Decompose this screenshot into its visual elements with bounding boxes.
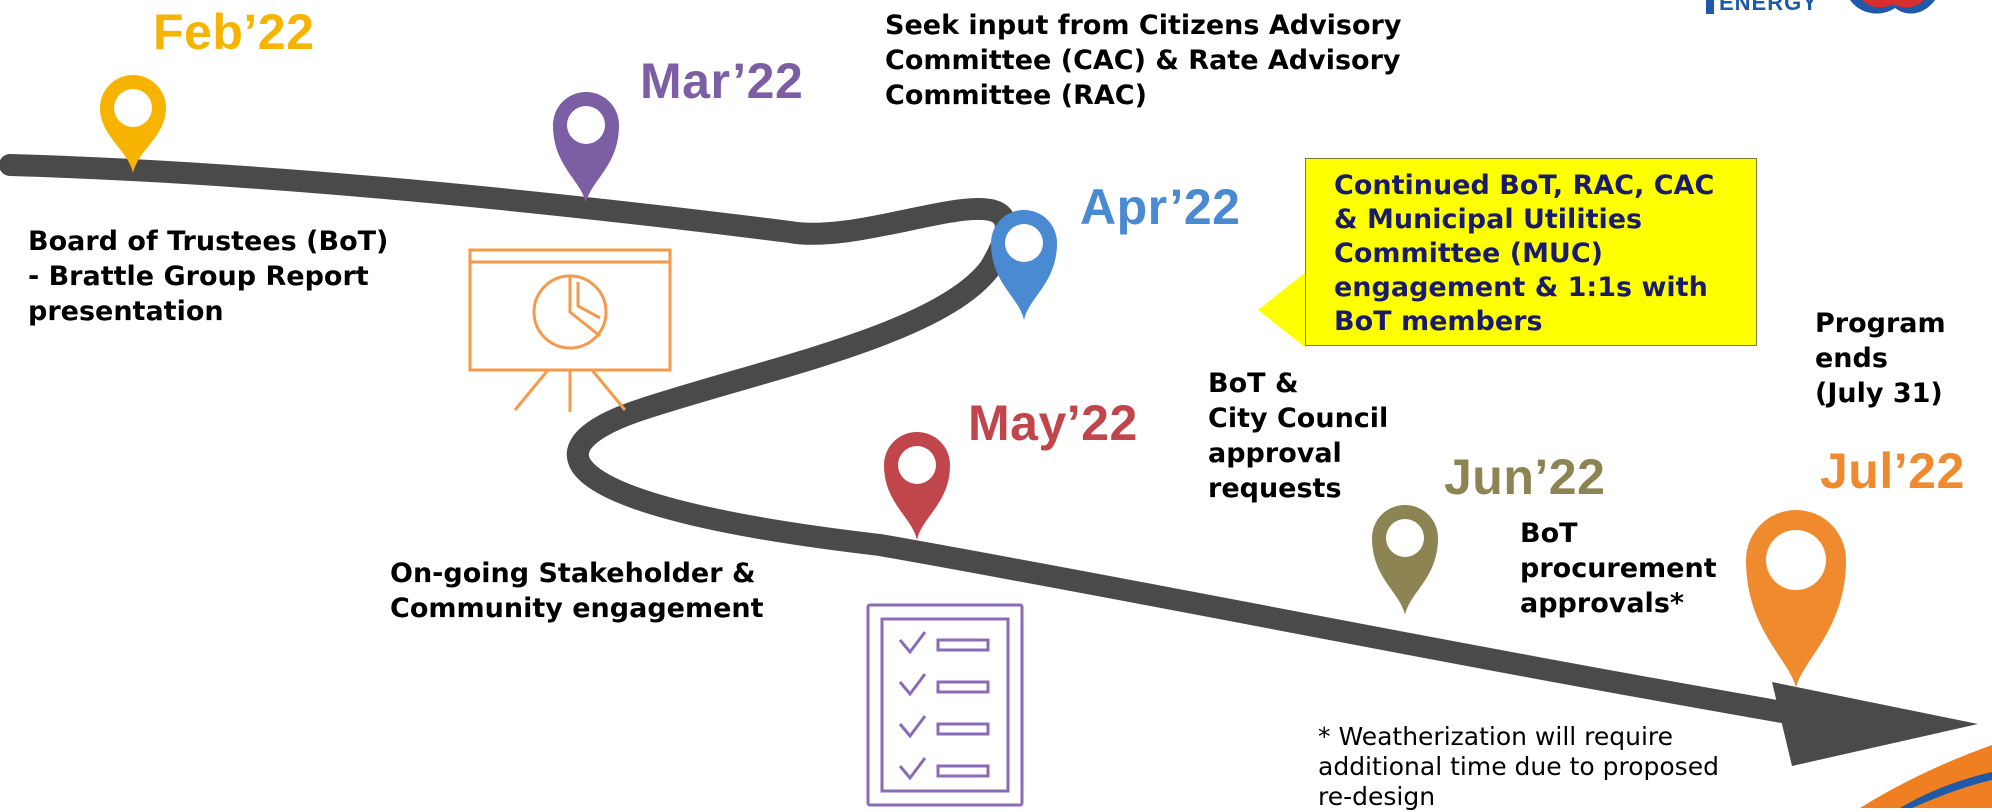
- note-procurement: BoT procurement approvals*: [1520, 518, 1717, 619]
- map-pin-mar: [553, 92, 619, 203]
- callout-tail: [1258, 272, 1306, 348]
- map-pin-feb: [100, 75, 166, 173]
- footnote-weatherization: * Weatherization will require additional…: [1318, 722, 1719, 811]
- logo-swoosh: [1860, 745, 1992, 808]
- month-label-feb: Feb’22: [153, 4, 315, 60]
- note-program-ends: Program ends (July 31): [1815, 308, 1946, 409]
- logo-swoosh-blue: [1900, 772, 1992, 808]
- month-label-jun: Jun’22: [1444, 449, 1606, 505]
- road-path: [0, 154, 1851, 733]
- checklist-icon: [866, 603, 1024, 807]
- engagement-callout: Continued BoT, RAC, CAC & Municipal Util…: [1305, 158, 1757, 346]
- energy-logo: [1706, 0, 1935, 14]
- note-mar-advisory: Seek input from Citizens Advisory Commit…: [885, 10, 1402, 111]
- note-approval-requests: BoT & City Council approval requests: [1208, 368, 1389, 504]
- presentation-board-icon: [468, 248, 672, 412]
- logo-text: ENERGY: [1719, 0, 1818, 15]
- map-pin-apr: [991, 210, 1057, 320]
- month-label-mar: Mar’22: [640, 53, 804, 109]
- month-label-jul: Jul’22: [1820, 443, 1965, 499]
- note-feb-brattle: Board of Trustees (BoT) - Brattle Group …: [28, 226, 389, 327]
- month-label-may: May’22: [968, 395, 1138, 451]
- map-pin-jun: [1372, 505, 1438, 615]
- road-arrowhead: [1772, 682, 1978, 766]
- map-pin-jul: [1746, 510, 1846, 688]
- map-pin-may: [884, 432, 950, 540]
- note-may-stakeholder: On-going Stakeholder & Community engagem…: [390, 558, 764, 624]
- month-label-apr: Apr’22: [1080, 179, 1241, 235]
